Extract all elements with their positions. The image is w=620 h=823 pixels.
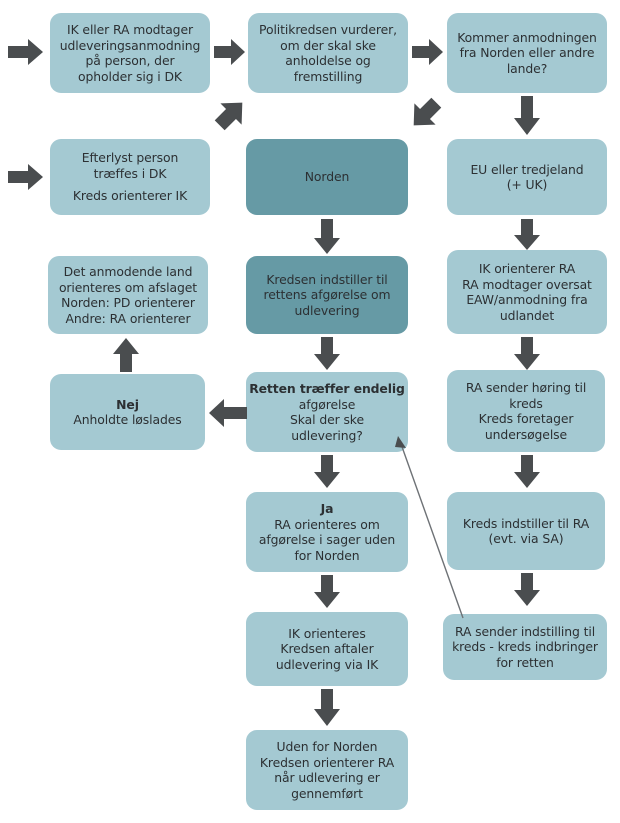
node-text-line: udlevering via IK <box>275 656 379 672</box>
arrow-retten-to-nej <box>208 398 248 428</box>
node-text-line: EU eller tredjeland <box>470 161 584 177</box>
node-text-line: (+ UK) <box>506 177 548 192</box>
node-text-line: Kreds orienterer IK <box>72 188 188 204</box>
node-text-line: RA modtager oversat <box>462 276 592 292</box>
node-text-line: Uden for Norden <box>276 739 378 754</box>
node-text-line: fremstilling <box>293 68 363 84</box>
node-text-line: Kredsen indstiller til <box>266 271 388 287</box>
node-text-line: afgørelse i sager uden <box>258 532 396 547</box>
arrow-kommer-to-eu <box>513 96 541 136</box>
node-text-line: Kommer anmodningen <box>457 29 597 45</box>
node-text-line: Skal der ske <box>290 412 364 427</box>
node-text-line: Kredsen aftaler <box>280 641 374 657</box>
arrow-norden-to-kredsen-indstiller <box>313 219 341 255</box>
node-text-line: udlevering <box>294 302 360 318</box>
node-text-line: RA sender høring til <box>465 380 587 395</box>
arrow-kreds-indstiller-to-ra-sender <box>513 573 541 607</box>
node-text-line: udleveringsanmodning <box>59 37 201 53</box>
arrow-ja-to-ik-orienteres <box>313 575 341 609</box>
node-text-line: Norden: PD orienterer <box>61 295 195 310</box>
arrow-ik-orienteres-to-uden-for-norden <box>313 689 341 727</box>
node-text-line: rettens afgørelse om <box>263 287 391 303</box>
node-text-line: IK orienteres <box>288 625 366 641</box>
node-text-line: (evt. via SA) <box>488 531 564 546</box>
node-text-line: Kreds foretager <box>478 411 574 426</box>
node-text-line: for Norden <box>294 547 360 563</box>
arrow-modtager-to-politikredsen <box>214 38 246 66</box>
node-text-line: Retten træffer endelig <box>249 381 405 396</box>
node-text-line: lande? <box>506 60 548 76</box>
arrow-kredsen-indstiller-to-retten <box>313 337 341 371</box>
node-text-line: EAW/anmodning fra <box>466 292 588 307</box>
node-text-line: undersøgelse <box>484 426 568 442</box>
arrow-nej-to-anmodende-land <box>112 337 140 373</box>
node-text-line: udlandet <box>499 307 555 323</box>
node-text-line: Efterlyst person <box>81 150 179 166</box>
arrow-politikredsen-to-kommer <box>412 38 444 66</box>
node-text-line: anholdelse og <box>285 53 371 68</box>
node-text-line: gennemført <box>291 785 363 801</box>
node-text-line: Ja <box>320 501 334 516</box>
node-text-line: Kreds indstiller til RA <box>462 515 590 531</box>
node-text-line: træffes i DK <box>93 165 167 181</box>
node-text-line: RA orienteres om <box>274 516 380 532</box>
node-text-line: kreds - kreds indbringer <box>452 639 598 655</box>
node-text-line: udlevering? <box>291 427 363 443</box>
node-text-line: når udlevering er <box>274 770 380 785</box>
node-text-line: opholder sig i DK <box>78 68 182 84</box>
node-text-line: Kredsen orienterer RA <box>259 754 395 770</box>
node-text-line: RA sender indstilling til <box>454 623 596 639</box>
arrow-kommer-to-politikredsen <box>406 94 444 134</box>
node-text-line: Nej <box>116 396 139 412</box>
arrow-ik-orienterer-to-ra-hoering <box>513 337 541 371</box>
node-text-line: Norden <box>304 169 350 185</box>
node-text-line: Det anmodende land <box>63 264 193 279</box>
arrow-eu-to-ik-orienterer <box>513 219 541 251</box>
arrow-ra-hoering-to-kreds-indstiller <box>513 455 541 489</box>
node-text-line: Anholdte løslades <box>73 412 182 427</box>
node-text-line: Politikredsen vurderer, <box>259 22 397 37</box>
arrow-norden-to-politikredsen <box>212 94 250 134</box>
arrow-entry-to-modtager <box>8 38 44 66</box>
node-text-line: IK orienterer RA <box>478 261 576 276</box>
arrow-retten-to-ja <box>313 455 341 489</box>
node-text-line: for retten <box>496 654 554 670</box>
node-text-line: IK eller RA modtager <box>67 22 193 37</box>
arrow-entry-to-efterlyst <box>8 163 44 191</box>
node-eu-eller-tredjeland[interactable]: EU eller tredjeland(+ UK) <box>447 139 607 215</box>
node-kreds-indstiller-ra[interactable]: Kreds indstiller til RA(evt. via SA) <box>447 492 605 570</box>
node-text-line: Andre: RA orienterer <box>65 310 191 326</box>
node-text-line: afgørelse <box>298 396 356 412</box>
node-norden[interactable]: Norden <box>246 139 408 215</box>
node-text-line: kreds <box>509 395 543 411</box>
node-text-line: om der skal ske <box>280 37 376 53</box>
node-text-line: på person, der <box>85 53 175 68</box>
node-text-line: fra Norden eller andre <box>459 45 595 61</box>
node-text-line: orienteres om afslaget <box>58 279 198 295</box>
